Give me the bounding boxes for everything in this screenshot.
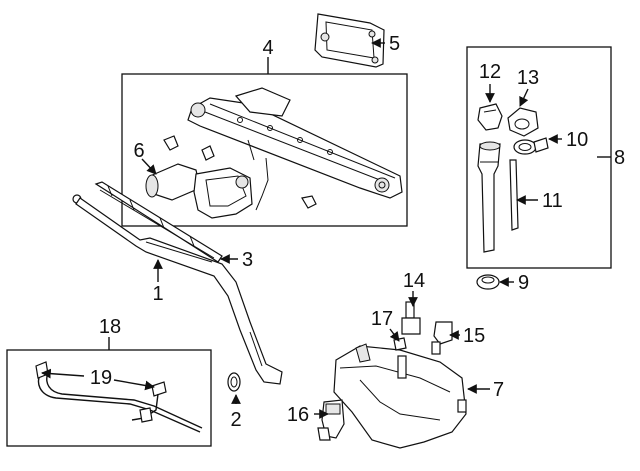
callout-4: 4 (262, 37, 273, 59)
callout-7: 7 (493, 379, 504, 401)
cap-tether-part (507, 107, 539, 137)
wiper-linkage-group-box (121, 73, 408, 227)
leader-lines (41, 38, 611, 419)
bracket-plate-part (314, 13, 385, 68)
level-sensor-part (401, 301, 421, 335)
wiper-linkage-part (163, 87, 403, 211)
callout-12: 12 (479, 61, 501, 83)
wiper-motor-part (145, 163, 253, 219)
washer-hose-part (35, 361, 203, 433)
wiper-arm-part (72, 194, 283, 385)
callout-8: 8 (614, 147, 625, 169)
callout-14: 14 (403, 270, 425, 292)
front-washer-pump-part (317, 399, 345, 441)
seal-ring-part (513, 137, 549, 155)
callout-labels: 1 2 3 4 5 6 7 8 9 10 11 12 13 14 15 16 1… (90, 33, 625, 431)
wiper-blade-part (94, 181, 223, 263)
callout-10: 10 (566, 129, 588, 151)
cap-part (227, 372, 241, 392)
filler-cap-part (477, 103, 503, 131)
callout-3: 3 (242, 249, 253, 271)
callout-13: 13 (517, 67, 539, 89)
strap-part (509, 159, 519, 231)
filler-neck-part (477, 141, 501, 253)
callout-1: 1 (152, 283, 163, 305)
callout-5: 5 (389, 33, 400, 55)
callout-6: 6 (133, 140, 144, 162)
callout-2: 2 (230, 409, 241, 431)
washer-reservoir-part (333, 343, 467, 449)
callout-9: 9 (518, 272, 529, 294)
callout-16: 16 (287, 404, 309, 426)
callout-18: 18 (99, 316, 121, 338)
callout-11: 11 (542, 190, 563, 212)
neck-grommet-part (476, 274, 500, 290)
rear-washer-pump-part (431, 321, 453, 355)
callout-17: 17 (371, 308, 393, 330)
small-connector-part (393, 337, 407, 351)
callout-19: 19 (90, 367, 112, 389)
callout-15: 15 (463, 325, 485, 347)
